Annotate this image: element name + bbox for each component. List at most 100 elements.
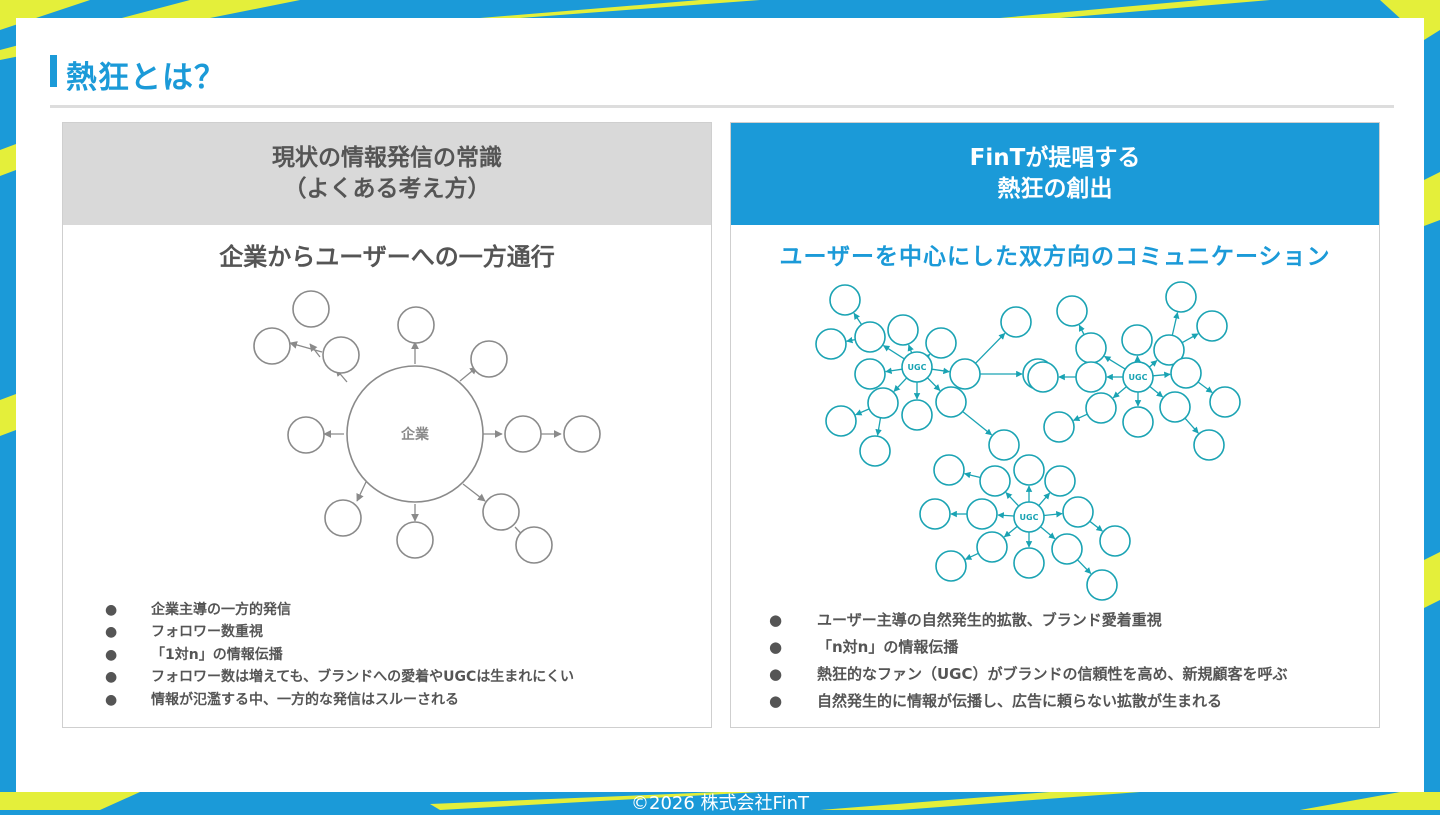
company-label: 企業 xyxy=(400,426,430,443)
user-node xyxy=(1087,570,1117,600)
ugc-link xyxy=(878,418,881,435)
user-node xyxy=(1014,455,1044,485)
user-node xyxy=(1166,282,1196,312)
user-node xyxy=(868,388,898,418)
user-node xyxy=(1044,412,1074,442)
user-node xyxy=(1122,325,1152,355)
panel-right-header: FinTが提唱する 熱狂の創出 xyxy=(731,123,1379,225)
ugc-link xyxy=(854,313,862,324)
ugc-link xyxy=(932,369,949,372)
user-node xyxy=(1014,548,1044,578)
user-node xyxy=(1171,358,1201,388)
bullet-icon: ● xyxy=(769,607,782,634)
bullet-icon: ● xyxy=(105,666,117,688)
title-divider xyxy=(50,105,1394,108)
user-node xyxy=(1001,307,1031,337)
user-node xyxy=(1100,526,1130,556)
ugc-link xyxy=(1078,560,1091,574)
list-item: ●企業主導の一方的発信 xyxy=(105,599,574,621)
user-node xyxy=(1063,497,1093,527)
bullet-icon: ● xyxy=(769,688,782,715)
user-node xyxy=(1160,392,1190,422)
user-node xyxy=(1210,387,1240,417)
ugc-link xyxy=(1105,356,1126,369)
panel-left-header-line1: 現状の情報発信の常識 xyxy=(272,143,502,174)
ugc-link xyxy=(1172,313,1177,336)
list-item: ●ユーザー主導の自然発生的拡散、ブランド愛着重視 xyxy=(769,607,1288,634)
list-item: ●フォロワー数重視 xyxy=(105,621,574,643)
user-node xyxy=(826,406,856,436)
ugc-hub-label: UGC xyxy=(908,363,927,372)
ugc-link xyxy=(1198,382,1212,393)
ugc-link xyxy=(1004,526,1017,537)
bullet-icon: ● xyxy=(105,599,117,621)
user-node xyxy=(1197,311,1227,341)
panel-fint-proposal: FinTが提唱する 熱狂の創出 ユーザーを中心にした双方向のコミュニケーション … xyxy=(730,122,1380,728)
ugc-link xyxy=(856,409,870,415)
panel-current-common-sense: 現状の情報発信の常識 （よくある考え方） 企業からユーザーへの一方通行 xyxy=(62,122,712,728)
panel-left-header-line2: （よくある考え方） xyxy=(284,174,491,205)
ugc-link xyxy=(1153,374,1170,376)
ugc-link xyxy=(909,345,912,353)
title-accent-bar xyxy=(50,55,57,87)
panel-right-header-line1: FinTが提唱する xyxy=(970,143,1141,174)
one-way-diagram: 企業 xyxy=(223,283,603,573)
panel-left-header: 現状の情報発信の常識 （よくある考え方） xyxy=(63,123,711,225)
bullet-icon: ● xyxy=(105,644,117,666)
ugc-link xyxy=(965,474,981,478)
user-node xyxy=(816,329,846,359)
ugc-link xyxy=(1041,527,1055,539)
ugc-link xyxy=(976,333,1005,363)
user-node xyxy=(934,455,964,485)
ugc-link xyxy=(894,378,907,392)
user-node xyxy=(855,359,885,389)
user-node xyxy=(855,322,885,352)
ugc-link xyxy=(1074,414,1088,420)
ugc-link xyxy=(998,515,1014,516)
bullet-icon: ● xyxy=(769,634,782,661)
user-node xyxy=(830,285,860,315)
ugc-link xyxy=(884,346,905,359)
user-node xyxy=(1086,393,1116,423)
user-node xyxy=(1052,534,1082,564)
user-node xyxy=(950,359,980,389)
user-node xyxy=(888,315,918,345)
ugc-link xyxy=(1044,514,1062,516)
user-node xyxy=(1057,296,1087,326)
user-node xyxy=(902,400,932,430)
list-item: ●「1対n」の情報伝播 xyxy=(105,644,574,666)
user-node xyxy=(1028,362,1058,392)
user-node xyxy=(1045,466,1075,496)
user-node xyxy=(936,551,966,581)
left-bullet-list: ●企業主導の一方的発信 ●フォロワー数重視 ●「1対n」の情報伝播 ●フォロワー… xyxy=(105,599,574,711)
ugc-link xyxy=(1113,387,1126,398)
user-node xyxy=(967,499,997,529)
user-node xyxy=(989,430,1019,460)
user-node xyxy=(980,466,1010,496)
list-item: ●自然発生的に情報が伝播し、広告に頼らない拡散が生まれる xyxy=(769,688,1288,715)
ugc-link xyxy=(847,340,856,342)
ugc-link xyxy=(1079,325,1084,335)
ugc-hub-label: UGC xyxy=(1129,373,1148,382)
list-item: ●フォロワー数は増えても、ブランドへの愛着やUGCは生まれにくい xyxy=(105,666,574,688)
ugc-link xyxy=(1090,521,1103,531)
user-node xyxy=(1076,362,1106,392)
user-node xyxy=(1123,407,1153,437)
ugc-link xyxy=(963,412,992,435)
user-node xyxy=(920,499,950,529)
right-bullet-list: ●ユーザー主導の自然発生的拡散、ブランド愛着重視 ●「n対n」の情報伝播 ●熱狂… xyxy=(769,607,1288,715)
copyright-footer: ©2026 株式会社FinT xyxy=(0,789,1440,815)
panel-left-subtitle: 企業からユーザーへの一方通行 xyxy=(63,237,711,272)
ugc-link xyxy=(1150,386,1163,397)
user-node xyxy=(860,436,890,466)
user-node xyxy=(936,387,966,417)
user-node xyxy=(977,532,1007,562)
ugc-link xyxy=(1039,493,1050,506)
user-node xyxy=(1194,430,1224,460)
list-item: ●「n対n」の情報伝播 xyxy=(769,634,1288,661)
user-node xyxy=(1076,333,1106,363)
page-title: 熱狂とは？ xyxy=(66,52,226,97)
bullet-icon: ● xyxy=(769,661,782,688)
list-item: ●情報が氾濫する中、一方的な発信はスルーされる xyxy=(105,689,574,711)
